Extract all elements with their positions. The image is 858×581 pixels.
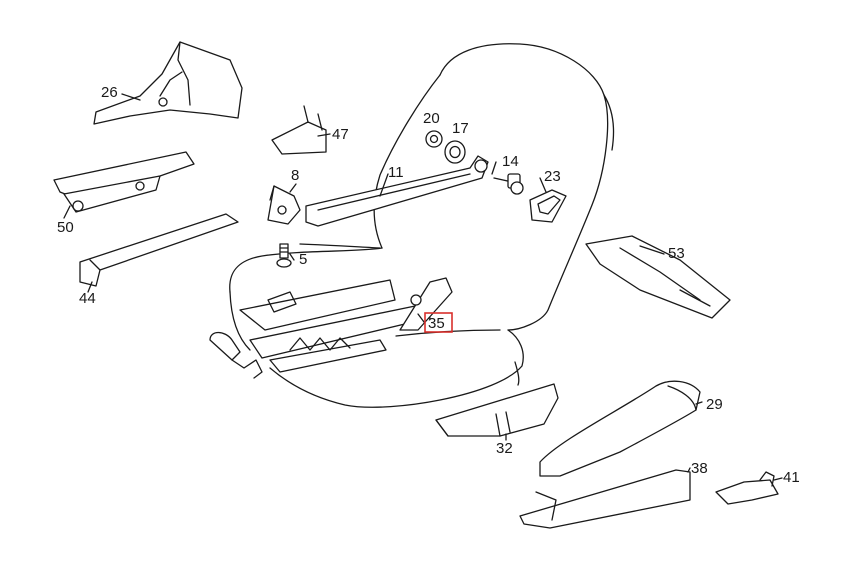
part-53-panel — [585, 235, 731, 319]
callout-35-highlight-box — [424, 312, 453, 333]
part-14-bolt — [493, 173, 524, 195]
callout-14[interactable]: 14 — [502, 153, 519, 170]
part-20-bushing — [425, 130, 443, 148]
callout-32[interactable]: 32 — [496, 440, 513, 457]
part-41-clip — [715, 471, 779, 505]
callout-20[interactable]: 20 — [423, 110, 440, 127]
callout-41[interactable]: 41 — [783, 469, 800, 486]
part-26-backrest-shell — [93, 41, 243, 125]
part-17-bushing — [444, 140, 466, 164]
callout-labels: 26 47 20 17 14 23 11 8 50 5 53 44 35 29 … — [57, 84, 800, 486]
seat-body — [229, 43, 615, 408]
leader-lines — [63, 93, 783, 481]
callout-8[interactable]: 8 — [291, 167, 299, 184]
callout-38[interactable]: 38 — [691, 460, 708, 477]
part-8-bracket — [267, 185, 301, 225]
part-38-trim — [519, 469, 691, 529]
part-32-cover — [435, 383, 559, 437]
part-47-bracket — [271, 105, 327, 155]
part-29-trim — [539, 380, 701, 477]
callout-44[interactable]: 44 — [79, 290, 96, 307]
part-44-rail — [79, 213, 239, 287]
callout-53[interactable]: 53 — [668, 245, 685, 262]
part-5-screw — [276, 243, 292, 268]
callout-47[interactable]: 47 — [332, 126, 349, 143]
part-11-rail — [305, 155, 489, 227]
callout-29[interactable]: 29 — [706, 396, 723, 413]
part-23-cover — [529, 189, 567, 223]
callout-35[interactable]: 35 — [428, 315, 445, 332]
seat-frame-35 — [209, 277, 453, 379]
callout-26[interactable]: 26 — [101, 84, 118, 101]
callout-5[interactable]: 5 — [299, 251, 307, 268]
part-50-rail — [53, 151, 195, 213]
callout-50[interactable]: 50 — [57, 219, 74, 236]
callout-17[interactable]: 17 — [452, 120, 469, 137]
callout-11[interactable]: 11 — [388, 164, 404, 181]
callout-23[interactable]: 23 — [544, 168, 561, 185]
